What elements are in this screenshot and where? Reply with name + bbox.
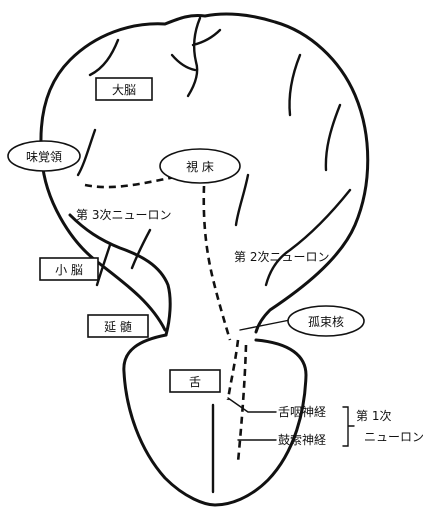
tongue-label: 舌: [189, 375, 201, 389]
first-neuron-label-line2: ニューロン: [364, 430, 424, 444]
brain-fold: [236, 175, 248, 225]
brain-fold: [326, 105, 340, 170]
second-neuron-label: 第 2次ニューロン: [234, 250, 329, 264]
brain-fold: [172, 55, 195, 70]
medulla-label: 延 髄: [104, 319, 132, 334]
cerebrum-label: 大脳: [112, 83, 136, 97]
thalamus-label: 視 床: [186, 159, 214, 174]
taste-area-label: 味覚領: [26, 149, 62, 164]
first-neuron-bracket: [343, 407, 354, 446]
second-neuron-pathway: [204, 186, 230, 340]
brain-fold: [266, 190, 350, 285]
first-neuron-pathway-a: [228, 340, 238, 400]
first-neuron-pathway-b: [238, 345, 246, 462]
brain-fold: [193, 30, 220, 45]
solitary-nucleus-label: 孤束核: [308, 315, 344, 329]
tongue-outline: [124, 335, 306, 505]
third-neuron-label: 第 3次ニューロン: [76, 208, 171, 222]
glossopharyngeal-leader: [228, 398, 276, 412]
first-neuron-label-line1: 第 1次: [356, 409, 391, 423]
cerebellum-label: 小 脳: [55, 263, 83, 277]
brain-fold: [78, 130, 95, 175]
brain-fold: [289, 55, 300, 115]
solitary-nucleus-leader: [240, 320, 290, 330]
glossopharyngeal-nerve-label: 舌咽神経: [278, 405, 326, 419]
brain-fold: [90, 40, 118, 75]
brain-fold: [188, 18, 200, 96]
chorda-tympani-label: 鼓索神経: [278, 433, 326, 447]
